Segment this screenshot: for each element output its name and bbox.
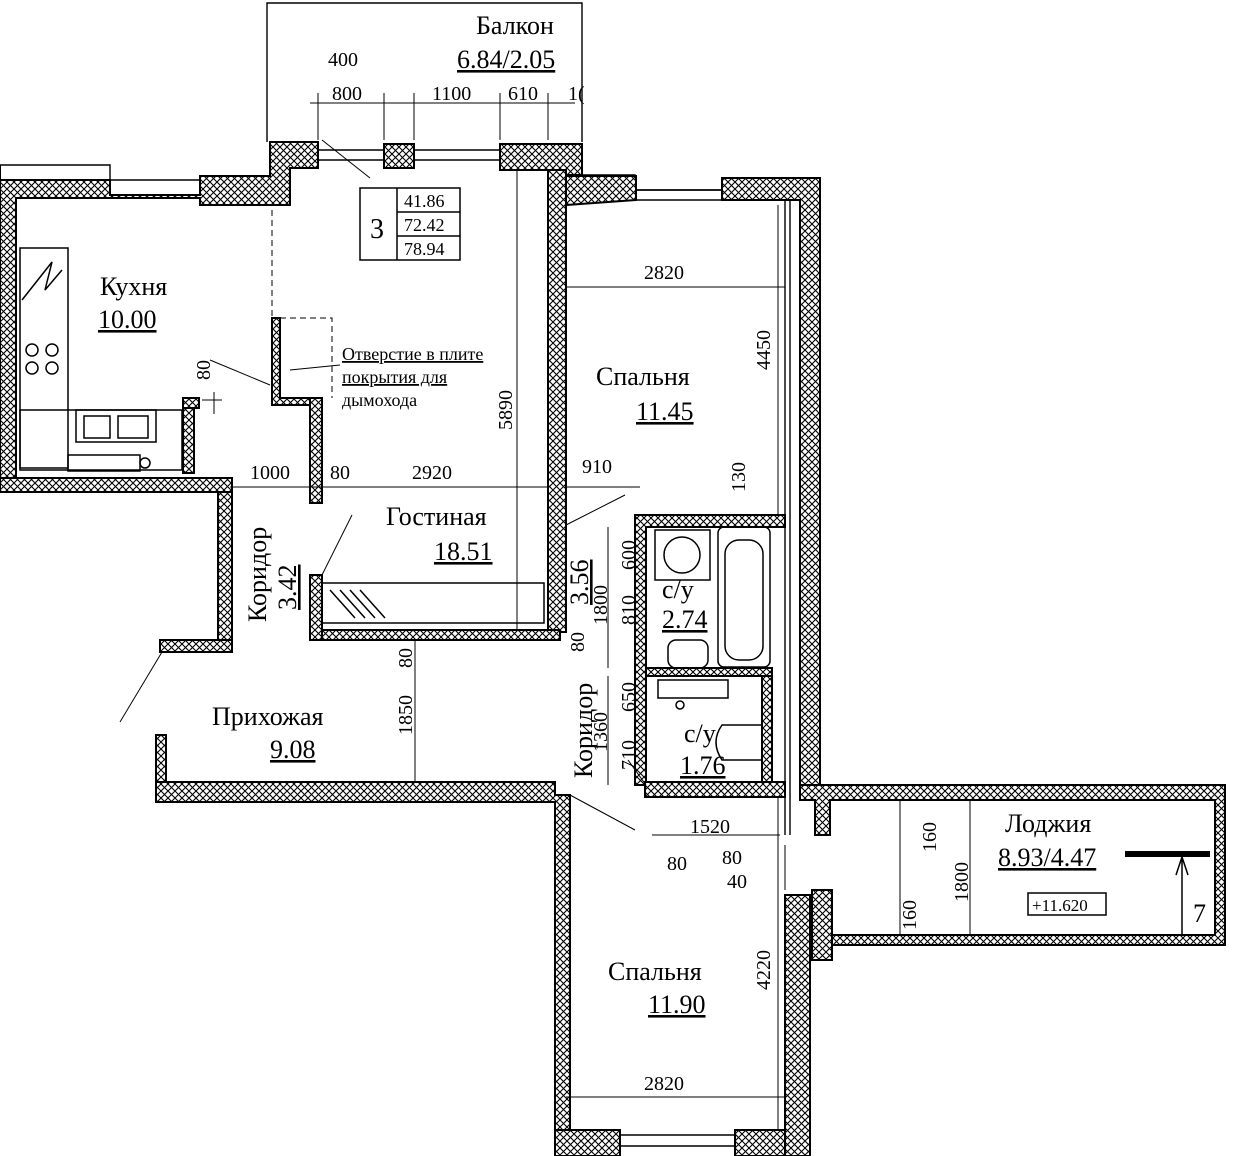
dimension-labels: 400 800 1100 610 1( 2820 4450 5890 80 10… (193, 49, 973, 1095)
dimension-lines (202, 93, 971, 1130)
balcony-name: Балкон (476, 11, 554, 40)
dim-80-kitchen: 80 (193, 360, 215, 380)
note-line2: покрытия для (342, 367, 447, 387)
living-name: Гостиная (386, 502, 487, 531)
dim-910: 910 (582, 456, 612, 478)
dim-80-low1: 80 (667, 853, 687, 875)
balcony-outline (266, 2, 583, 142)
kitchen-name: Кухня (100, 272, 167, 301)
dim-1520: 1520 (690, 816, 730, 838)
total-area: 72.42 (404, 215, 445, 235)
living-area-label: 18.51 (434, 537, 493, 566)
dim-610: 610 (508, 83, 538, 105)
dim-80-hall: 80 (395, 648, 417, 668)
corridor1-area: 3.42 (273, 565, 302, 611)
bedroom2-area: 11.90 (648, 990, 706, 1019)
dim-4220: 4220 (753, 950, 775, 990)
bedroom1-area: 11.45 (636, 397, 694, 426)
chimney-note: Отверстие в плите покрытия для дымохода (342, 344, 483, 410)
level-mark-text: +11.620 (1032, 896, 1088, 915)
dim-1850: 1850 (395, 695, 417, 735)
bath1-area: 2.74 (662, 605, 708, 634)
dim-1x: 1( (568, 83, 585, 105)
loggia-name: Лоджия (1005, 809, 1091, 838)
dim-1800-bath: 1800 (590, 585, 612, 625)
dim-5890: 5890 (495, 390, 517, 430)
hall-name: Прихожая (212, 702, 324, 731)
section-arrow (1125, 851, 1210, 935)
dim-600: 600 (618, 540, 640, 570)
balcony-area: 6.84/2.05 (457, 45, 555, 74)
dim-800: 800 (332, 83, 362, 105)
bedroom2-name: Спальня (608, 957, 702, 986)
bath2-name: с/у (684, 719, 716, 748)
dim-80-low2: 80 (722, 847, 742, 869)
rooms-count: 3 (370, 214, 384, 245)
kitchen-fixtures (19, 247, 183, 472)
walls (0, 141, 1226, 1156)
bath2-area: 1.76 (680, 751, 726, 780)
living-area: 41.86 (404, 191, 445, 211)
leader-lines (119, 139, 786, 890)
note-line1: Отверстие в плите (342, 344, 483, 364)
dim-810: 810 (618, 595, 640, 625)
corridor1-name: Коридор (243, 527, 272, 622)
dim-1800-loggia: 1800 (951, 862, 973, 902)
corridor2-name: Коридор (569, 683, 598, 778)
wardrobe (321, 582, 545, 624)
dim-80-living: 80 (330, 462, 350, 484)
note-line3: дымохода (342, 390, 417, 410)
dim-130: 130 (728, 462, 750, 492)
dim-2820-top: 2820 (644, 262, 684, 284)
bedroom1-name: Спальня (596, 362, 690, 391)
dim-1000: 1000 (250, 462, 290, 484)
dim-160-top: 160 (919, 822, 941, 852)
summary-box: 3 41.86 72.42 78.94 (359, 187, 461, 261)
corridor2-area: 3.56 (565, 560, 594, 606)
dim-400: 400 (328, 49, 358, 71)
room-labels: Балкон 6.84/2.05 Кухня 10.00 Спальня 11.… (98, 11, 1096, 1019)
dim-40: 40 (727, 871, 747, 893)
dim-2920: 2920 (412, 462, 452, 484)
dim-1360: 1360 (590, 712, 612, 752)
dim-4450: 4450 (753, 330, 775, 370)
bathroom-fixtures (654, 526, 771, 761)
dim-2820-bottom: 2820 (644, 1073, 684, 1095)
bath1-name: с/у (662, 575, 694, 604)
hall-area: 9.08 (270, 735, 316, 764)
loggia-area: 8.93/4.47 (998, 843, 1096, 872)
dim-650: 650 (618, 682, 640, 712)
dim-710: 710 (618, 740, 640, 770)
kitchen-area: 10.00 (98, 305, 157, 334)
total-area-with-balcony: 78.94 (404, 239, 445, 259)
section-mark: 7 (1193, 899, 1206, 928)
dim-160-bottom: 160 (899, 900, 921, 930)
dim-1100: 1100 (432, 83, 471, 105)
dim-80-bath: 80 (567, 632, 589, 652)
level-mark: +11.620 (1027, 892, 1107, 916)
